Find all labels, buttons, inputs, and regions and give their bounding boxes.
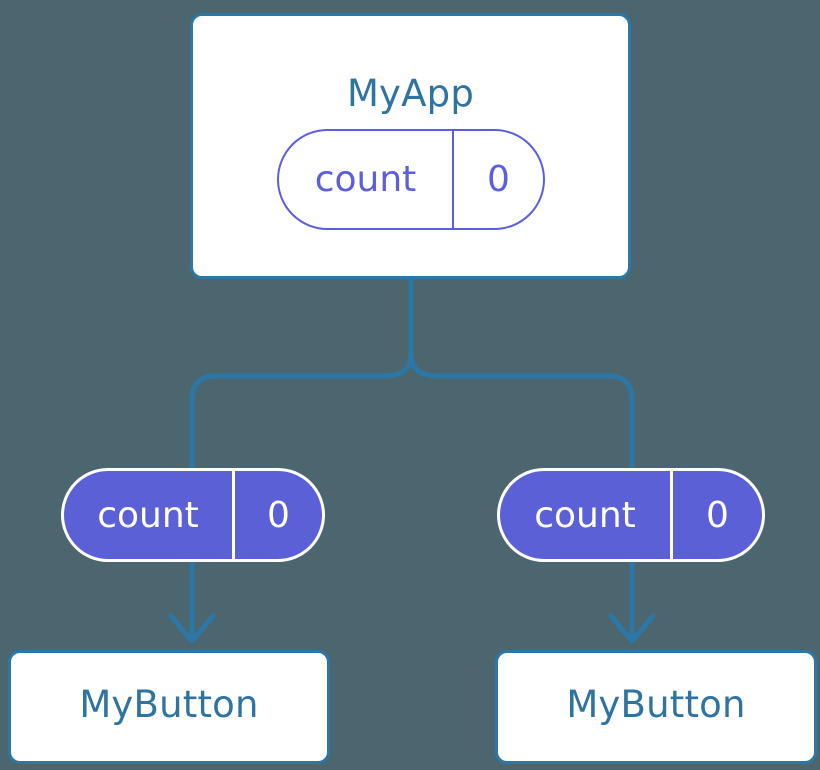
component-box-mybutton-right[interactable]: MyButton (495, 650, 817, 764)
state-key-left: count (97, 494, 199, 536)
state-pill-root[interactable]: count 0 (277, 129, 545, 230)
component-box-mybutton-left[interactable]: MyButton (8, 650, 330, 764)
state-value-root: 0 (452, 131, 543, 228)
component-title-myapp: MyApp (346, 72, 475, 115)
state-bus-right (408, 351, 635, 468)
props-arrow-left (168, 562, 216, 644)
state-value-left: 0 (232, 471, 322, 559)
state-key-root: count (314, 159, 417, 200)
state-pill-right[interactable]: count 0 (497, 468, 765, 562)
component-title-mybutton-left: MyButton (79, 683, 259, 726)
component-title-mybutton-right: MyButton (566, 683, 746, 726)
state-bus-left (189, 351, 414, 468)
props-arrow-right (608, 562, 656, 644)
state-key-right: count (534, 494, 636, 536)
state-value-right: 0 (670, 471, 762, 559)
state-pill-left[interactable]: count 0 (61, 468, 325, 562)
